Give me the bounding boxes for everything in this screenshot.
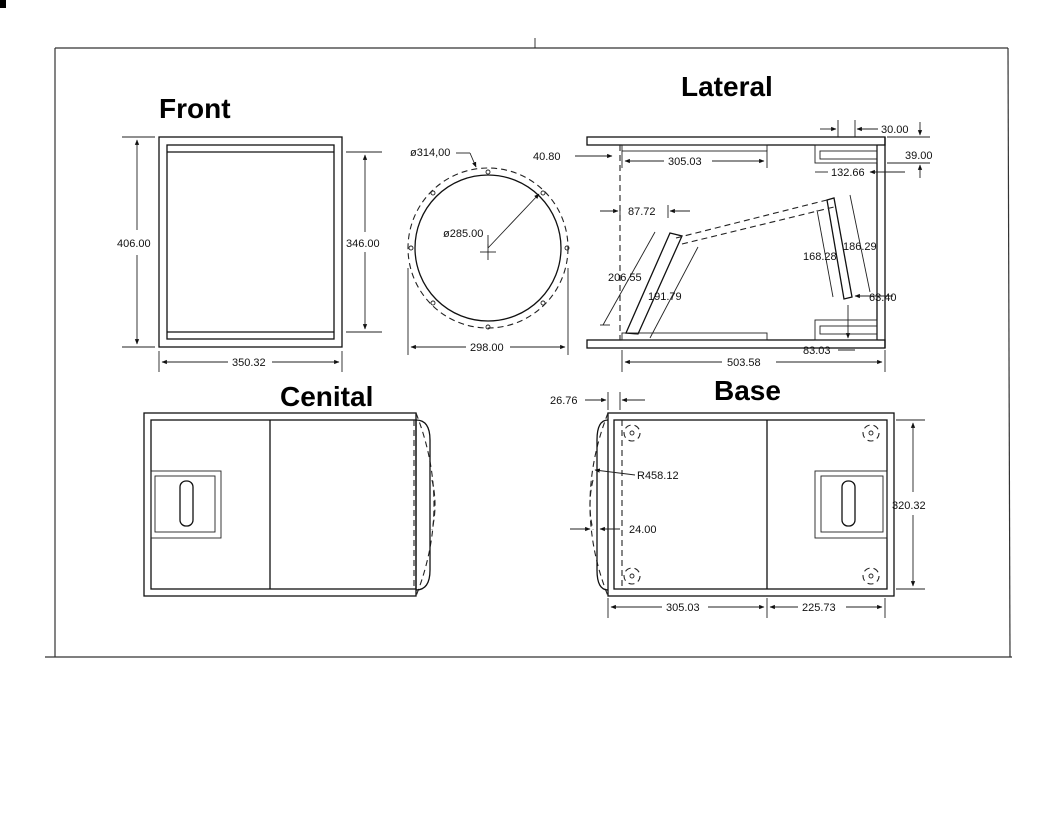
ring-outer-diameter-label: ø314,00 [410, 147, 450, 159]
lat-168-label: 168.28 [803, 251, 837, 263]
lat-132-label: 132.66 [831, 167, 865, 179]
base-dimensions: 26.76 R458.12 24.00 320.32 305.03 225.73 [550, 392, 926, 618]
cenital-view [143, 412, 436, 597]
lat-191-label: 191.79 [648, 291, 682, 303]
lateral-view-title: Lateral [681, 71, 773, 102]
lat-186-label: 186.29 [843, 241, 877, 253]
front-view-title: Front [159, 93, 231, 124]
front-height-label: 406.00 [117, 238, 151, 250]
lat-top-length-label: 305.03 [668, 156, 702, 168]
base-feet [623, 424, 880, 585]
front-width-dimension: 350.32 [158, 351, 343, 372]
baffle-ring-view [407, 167, 570, 355]
scan-corner-mark [0, 0, 6, 8]
base-24-label: 24.00 [629, 524, 657, 536]
front-view [158, 136, 343, 348]
lateral-dimensions: 40.80 305.03 30.00 39.00 132.66 87.72 20… [533, 120, 933, 372]
lat-87-label: 87.72 [628, 206, 656, 218]
base-225-label: 225.73 [802, 602, 836, 614]
front-width-label: 350.32 [232, 357, 266, 369]
lat-83-label: 83.03 [803, 345, 831, 357]
lat-top-right-label: 30.00 [881, 124, 909, 136]
base-height-label: 320.32 [892, 500, 926, 512]
base-radius-label: R458.12 [637, 470, 679, 482]
screw-holes [408, 169, 570, 330]
lat-503-label: 503.58 [727, 357, 761, 369]
lat-63-label: 63.40 [869, 292, 897, 304]
front-height-dimension: 406.00 [117, 136, 155, 348]
drawing-frame [45, 38, 1012, 658]
lat-206-label: 206.55 [608, 272, 642, 284]
lat-right-39-label: 39.00 [905, 150, 933, 162]
base-26-label: 26.76 [550, 395, 578, 407]
cenital-view-title: Cenital [280, 381, 373, 412]
ring-width-dimension: 298.00 [410, 342, 566, 354]
base-305-label: 305.03 [666, 602, 700, 614]
base-view-title: Base [714, 375, 781, 406]
lateral-view [586, 136, 886, 349]
front-inner-height-dimension: 346.00 [346, 151, 382, 333]
front-inner-height-label: 346.00 [346, 238, 380, 250]
ring-width-label: 298.00 [470, 342, 504, 354]
lat-top-offset-label: 40.80 [533, 151, 561, 163]
base-view [589, 412, 895, 597]
ring-outer-diameter-dimension: ø314,00 [410, 147, 477, 168]
ring-inner-diameter-label: ø285.00 [443, 228, 483, 240]
